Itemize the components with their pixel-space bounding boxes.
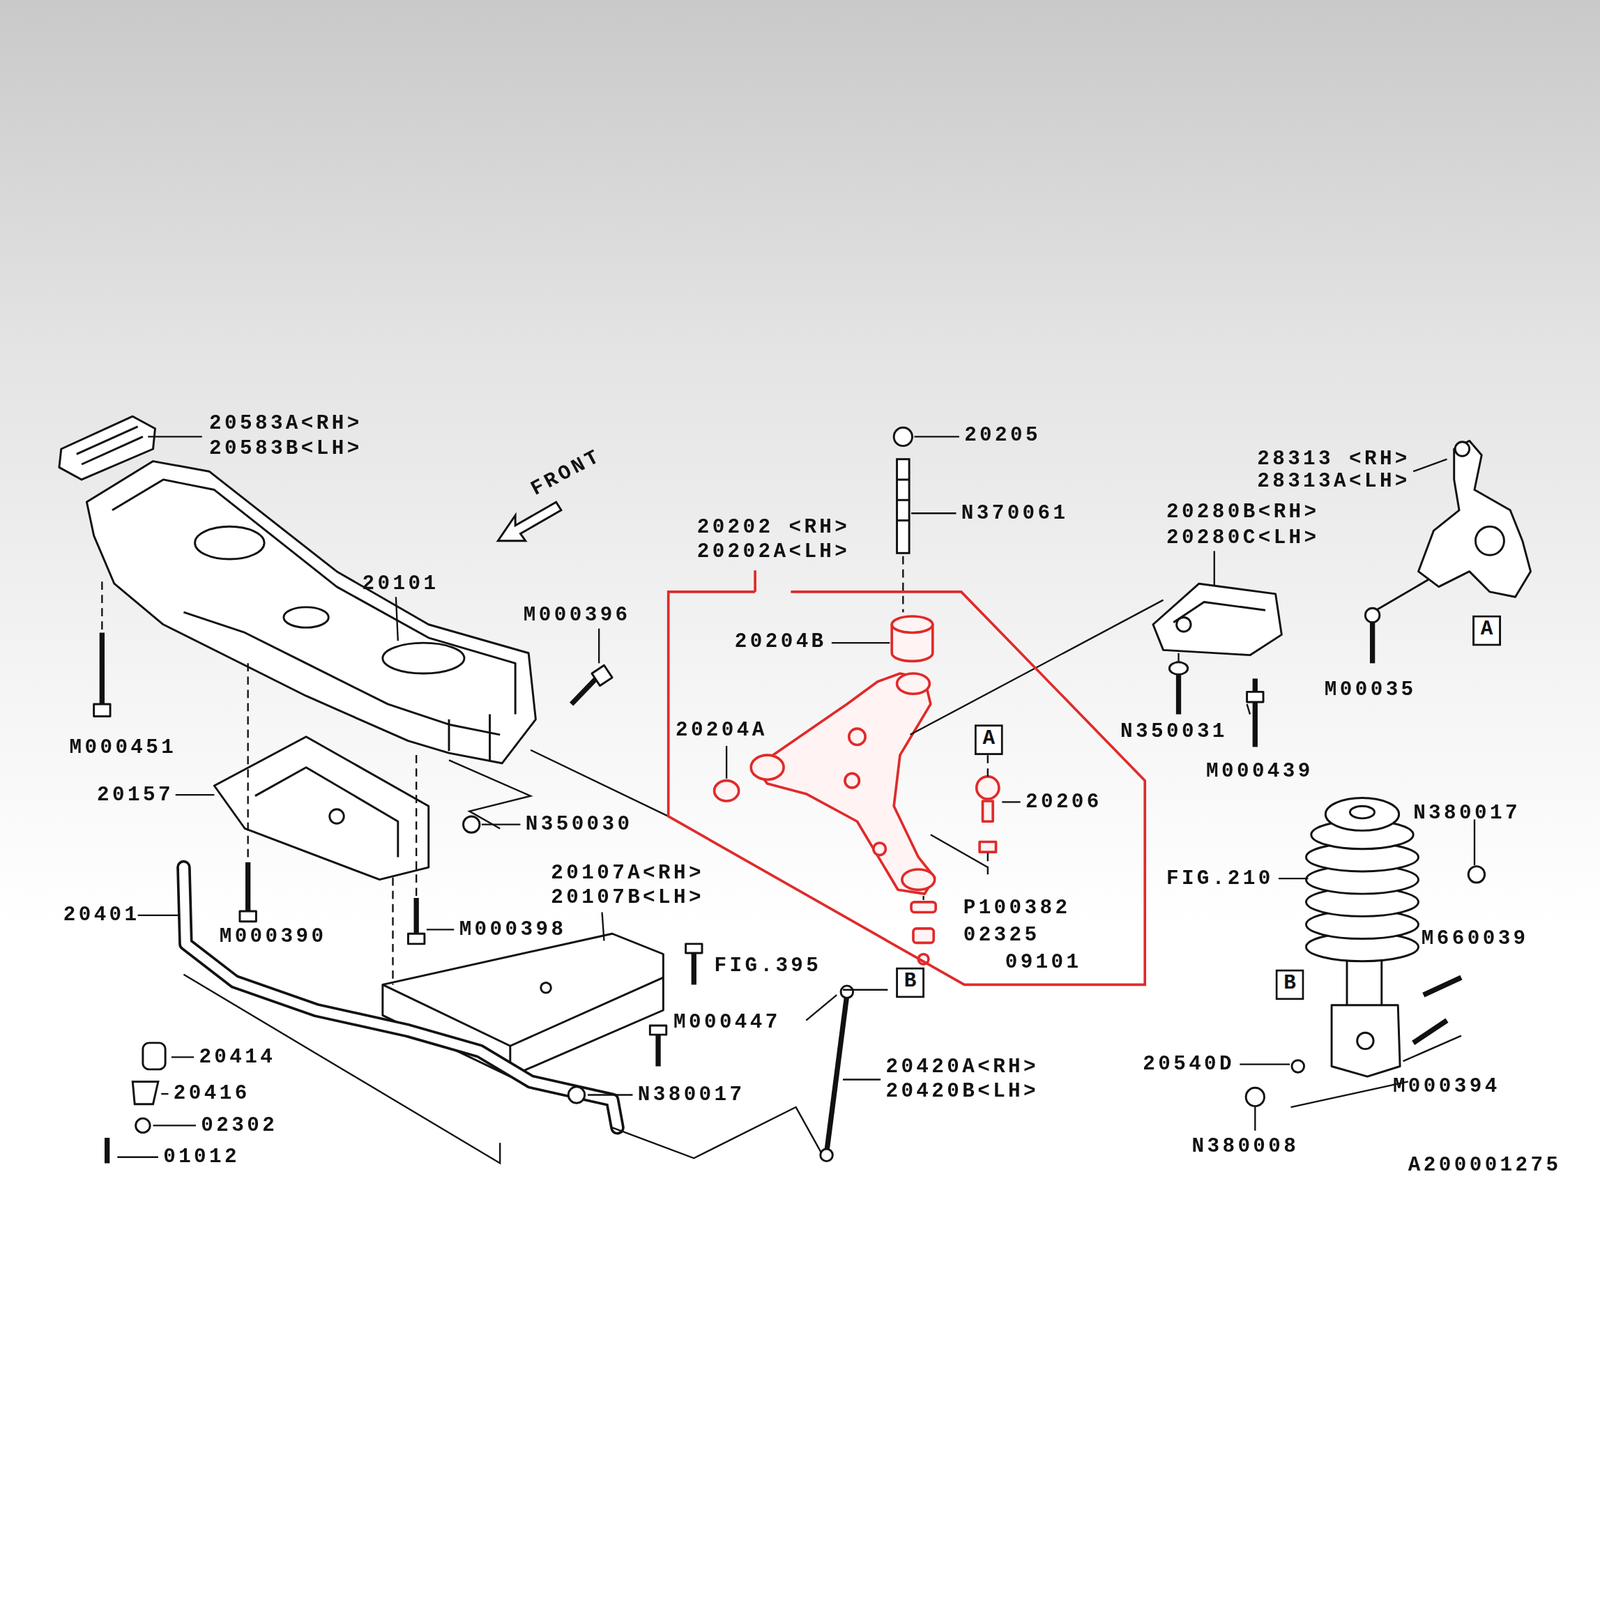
reference-letter: A <box>1475 617 1498 643</box>
part-number: P100382 <box>963 897 1071 920</box>
part-number: 20420B<LH> <box>885 1080 1039 1103</box>
part-number: 28313A<LH> <box>1256 470 1411 493</box>
assembly-group: 20202 <RH> 20202A<LH> A <box>668 515 1147 987</box>
part-number: 20107A<RH> <box>550 862 705 885</box>
group-border <box>668 591 1146 986</box>
reference-box: A <box>974 724 1004 756</box>
reference-box: B <box>895 967 925 999</box>
part-number: N350030 <box>525 813 634 836</box>
part-number: 20414 <box>198 1045 276 1069</box>
part-number: N380017 <box>1413 801 1521 825</box>
reference-box: B <box>1275 969 1305 1000</box>
part-number: 20401 <box>63 904 141 927</box>
part-number: 20420A<RH> <box>885 1056 1039 1079</box>
group-heading: 20202 <RH> 20202A<LH> <box>697 515 861 565</box>
part-number: 20280C<LH> <box>1166 526 1320 549</box>
part-number: 20280B<RH> <box>1166 501 1320 524</box>
part-number: 20540D <box>1142 1052 1235 1076</box>
group-outline <box>668 515 1147 987</box>
direction-label: FRONT <box>527 444 606 501</box>
reference-box: A <box>1472 615 1502 647</box>
part-number: FIG.395 <box>714 955 822 978</box>
part-number: 20204B <box>734 630 827 654</box>
part-number: M00035 <box>1324 678 1417 701</box>
part-number: M000439 <box>1206 759 1314 783</box>
part-number: 20583A<RH> <box>209 412 363 435</box>
part-number: M000451 <box>69 736 178 760</box>
part-number: 20583B<LH> <box>209 437 363 461</box>
part-number: M000396 <box>523 603 631 627</box>
part-number: 28313 <RH> <box>1256 448 1411 471</box>
group-tick <box>753 570 757 592</box>
part-number: 20205 <box>964 424 1041 447</box>
part-number: M660039 <box>1421 927 1529 950</box>
reference-letter: A <box>977 726 1000 751</box>
part-number: N370061 <box>961 501 1069 525</box>
part-number: M000398 <box>459 918 567 941</box>
part-number: M000447 <box>673 1010 781 1034</box>
part-number: 02325 <box>963 924 1041 947</box>
part-number: 09101 <box>1005 950 1083 974</box>
reference-letter: B <box>1278 971 1301 996</box>
part-number: M000394 <box>1392 1075 1501 1099</box>
part-number: 20107B<LH> <box>550 886 705 910</box>
part-number: 02302 <box>200 1114 278 1137</box>
part-number: N350031 <box>1120 720 1228 743</box>
part-number: N380017 <box>637 1083 746 1106</box>
part-number: 20204A <box>675 719 768 742</box>
part-number: 20101 <box>362 572 440 595</box>
part-number: 01012 <box>163 1146 240 1169</box>
part-number: 20157 <box>96 783 174 806</box>
part-number: A200001275 <box>1408 1153 1562 1177</box>
part-number: N380008 <box>1192 1135 1300 1158</box>
reference-letter: B <box>898 969 921 994</box>
part-number: 20416 <box>173 1082 251 1106</box>
part-number: M000390 <box>219 925 327 949</box>
part-number: 20206 <box>1025 790 1103 813</box>
part-number: FIG.210 <box>1166 867 1274 890</box>
